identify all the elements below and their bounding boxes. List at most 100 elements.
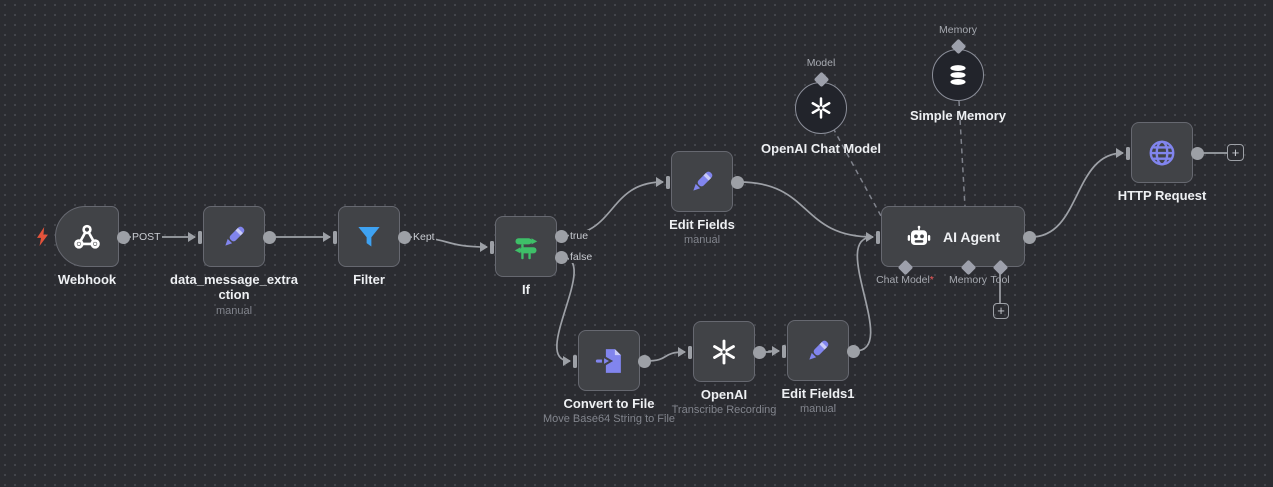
node-http-request[interactable]: [1131, 122, 1193, 183]
connector-label: Memory: [949, 274, 987, 286]
node-filter[interactable]: [338, 206, 400, 267]
filter-funnel-icon: [354, 222, 384, 252]
input-port-arrow: [188, 231, 196, 242]
input-port-arrow: [563, 355, 571, 366]
if-switch-icon: [511, 232, 541, 262]
node-inner-title: AI Agent: [942, 228, 1001, 245]
connector-label: Memory: [939, 24, 977, 36]
output-port[interactable]: [554, 250, 568, 264]
database-icon: [945, 62, 971, 88]
node-label: Webhook: [0, 272, 177, 287]
output-port[interactable]: [1190, 146, 1204, 160]
node-title: OpenAI Chat Model: [761, 141, 881, 156]
file-import-icon: [594, 346, 624, 376]
input-port[interactable]: [490, 240, 494, 254]
node-data-message-extraction[interactable]: [203, 206, 265, 267]
connector-label: Chat Model*: [876, 274, 934, 286]
node-simple-memory[interactable]: [932, 49, 984, 101]
connection-edge[interactable]: [738, 181, 874, 238]
edit-pencil-icon: [219, 222, 249, 252]
node-edit-fields1[interactable]: [787, 320, 849, 381]
node-label: OpenAI Chat Model: [731, 141, 911, 156]
output-port[interactable]: [637, 354, 651, 368]
node-subtitle: manual: [799, 403, 837, 416]
connection-edge[interactable]: [1030, 152, 1124, 238]
node-label: HTTP Request: [1072, 188, 1252, 203]
connector-label-text: Tool: [990, 274, 1010, 286]
connector-label-text: Memory: [949, 274, 987, 286]
output-port[interactable]: [752, 345, 766, 359]
node-title: Edit Fields1: [781, 386, 855, 401]
plus-icon: +: [1231, 144, 1240, 160]
node-label: Edit Fields manual: [612, 217, 792, 247]
node-title: Simple Memory: [909, 108, 1007, 123]
node-label: Edit Fields1 manual: [728, 386, 908, 416]
input-port-arrow: [866, 231, 874, 242]
node-subtitle: Move Base64 String to File: [542, 413, 676, 426]
input-port-arrow: [656, 176, 664, 187]
edit-pencil-icon: [803, 336, 833, 366]
connector-label-text: Chat Model: [876, 274, 930, 286]
input-port[interactable]: [782, 344, 786, 358]
node-label: If: [436, 282, 616, 297]
node-ai-agent[interactable]: AI Agent: [881, 206, 1025, 267]
node-subtitle: manual: [215, 304, 253, 317]
output-port[interactable]: [116, 230, 130, 244]
input-port[interactable]: [573, 354, 577, 368]
node-inner: AI Agent: [906, 224, 1000, 250]
add-tool-to-ai-agent-button[interactable]: +: [993, 303, 1009, 319]
plus-icon: +: [997, 303, 1005, 318]
node-subtitle: manual: [683, 234, 721, 247]
node-title: Edit Fields: [669, 217, 735, 232]
connector-label: Model: [806, 57, 836, 69]
node-edit-fields[interactable]: [671, 151, 733, 212]
output-port[interactable]: [262, 230, 276, 244]
connection-edge[interactable]: [854, 236, 874, 352]
required-indicator: *: [929, 274, 934, 286]
input-port-arrow: [323, 231, 331, 242]
input-port-arrow: [678, 346, 686, 357]
input-port-arrow: [480, 241, 488, 252]
input-port[interactable]: [876, 230, 880, 244]
node-openai-chat-model[interactable]: [795, 82, 847, 134]
output-port-label: POST: [131, 231, 162, 243]
input-port-arrow: [772, 345, 780, 356]
input-port[interactable]: [1126, 146, 1130, 160]
output-port-label: Kept: [412, 231, 436, 243]
node-convert-to-file[interactable]: [578, 330, 640, 391]
edit-pencil-icon: [687, 167, 717, 197]
node-title: Convert to File: [563, 396, 655, 411]
output-port[interactable]: [554, 229, 568, 243]
node-webhook[interactable]: [55, 206, 119, 267]
input-port[interactable]: [688, 345, 692, 359]
connector-label: Tool: [990, 274, 1009, 286]
openai-icon: [808, 95, 834, 121]
output-port[interactable]: [846, 344, 860, 358]
output-port[interactable]: [397, 230, 411, 244]
node-openai[interactable]: [693, 321, 755, 382]
node-label: Filter: [279, 272, 459, 287]
input-port[interactable]: [198, 230, 202, 244]
output-port[interactable]: [1022, 230, 1036, 244]
robot-icon: [906, 224, 932, 250]
input-port[interactable]: [333, 230, 337, 244]
output-port-label: false: [569, 251, 594, 263]
trigger-bolt-icon: [36, 226, 49, 246]
node-label: Simple Memory: [868, 108, 1048, 123]
connection-edge[interactable]: [958, 100, 969, 261]
node-if[interactable]: [495, 216, 557, 277]
output-port[interactable]: [730, 175, 744, 189]
node-title: Filter: [353, 272, 385, 287]
input-port[interactable]: [666, 175, 670, 189]
output-port-label: true: [569, 230, 590, 242]
webhook-icon: [72, 222, 102, 252]
node-title: Webhook: [57, 272, 117, 287]
node-title: If: [522, 282, 530, 297]
add-node-after-http-request-button[interactable]: +: [1227, 144, 1244, 161]
input-port-arrow: [1116, 147, 1124, 158]
